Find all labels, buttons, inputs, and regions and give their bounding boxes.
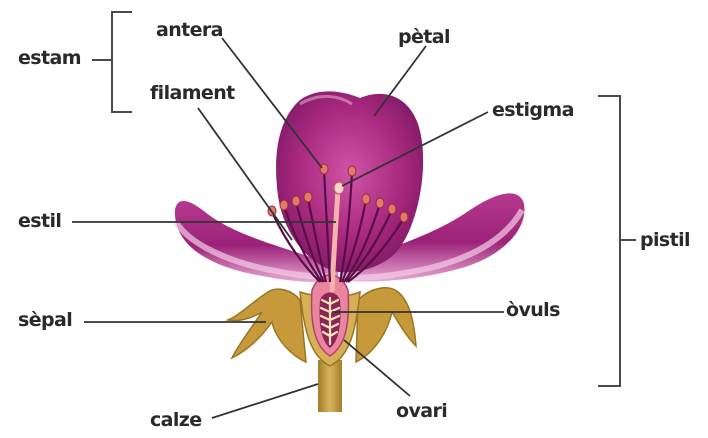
label-ovuls: òvuls [506,301,560,320]
label-pistil: pistil [640,231,690,250]
label-petal: pètal [398,28,450,47]
label-estam: estam [18,49,81,68]
sepal-right [356,288,416,362]
leader-calze [212,384,318,418]
label-ovari: ovari [396,402,447,421]
label-sepal: sèpal [18,311,72,330]
bracket-pistil [598,96,636,386]
bracket-estam [92,12,132,112]
stem [318,360,342,412]
label-filament: filament [150,84,235,103]
leader-ovari [344,340,410,396]
label-estigma: estigma [492,101,574,120]
sepal-left [228,289,306,362]
label-antera: antera [156,21,223,40]
label-estil: estil [18,212,61,231]
stigma [334,182,344,194]
label-calze: calze [150,411,202,430]
